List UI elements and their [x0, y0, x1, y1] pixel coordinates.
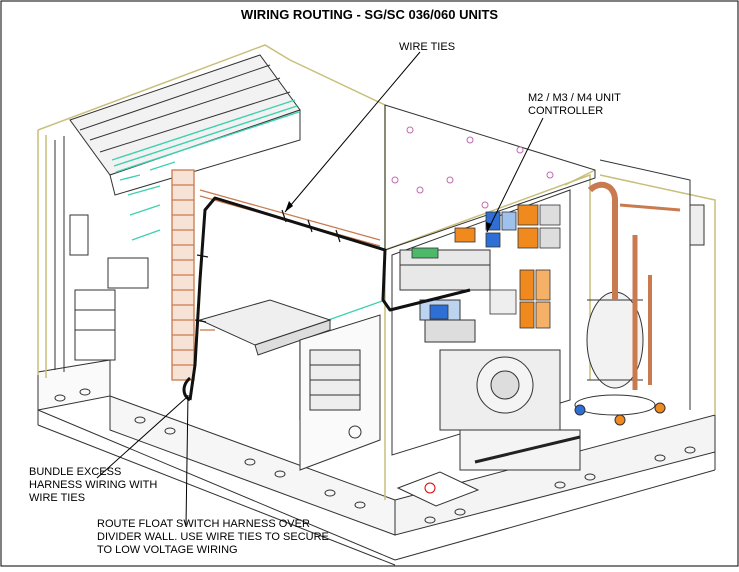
route-label-line3: TO LOW VOLTAGE WIRING — [97, 544, 238, 556]
leader-lines — [96, 51, 544, 526]
controller-label-line2: CONTROLLER — [528, 105, 604, 117]
route-label-line2: DIVIDER WALL. USE WIRE TIES TO SECURE — [97, 531, 329, 543]
compressor-section — [574, 159, 705, 426]
divider-wall — [198, 299, 381, 471]
wire-ties — [194, 209, 341, 323]
controller-label-line1: M2 / M3 / M4 UNIT — [528, 92, 621, 104]
cabinet-frame — [37, 44, 716, 500]
access-plate — [396, 471, 480, 507]
bundle-label-line2: HARNESS WIRING WITH — [29, 479, 158, 491]
wire-ties-label: WIRE TIES — [399, 41, 456, 53]
route-label-line1: ROUTE FLOAT SWITCH HARNESS OVER — [97, 518, 310, 530]
relays — [411, 204, 561, 329]
arrowheads — [285, 201, 492, 232]
top-panel — [384, 104, 596, 251]
diagram-title: WIRING ROUTING - SG/SC 036/060 UNITS — [240, 7, 499, 22]
panel-marks — [391, 126, 554, 209]
bundle-label-line1: BUNDLE EXCESS — [29, 466, 122, 478]
bundle-label-line3: WIRE TIES — [29, 492, 86, 504]
evaporator-section — [54, 54, 301, 372]
